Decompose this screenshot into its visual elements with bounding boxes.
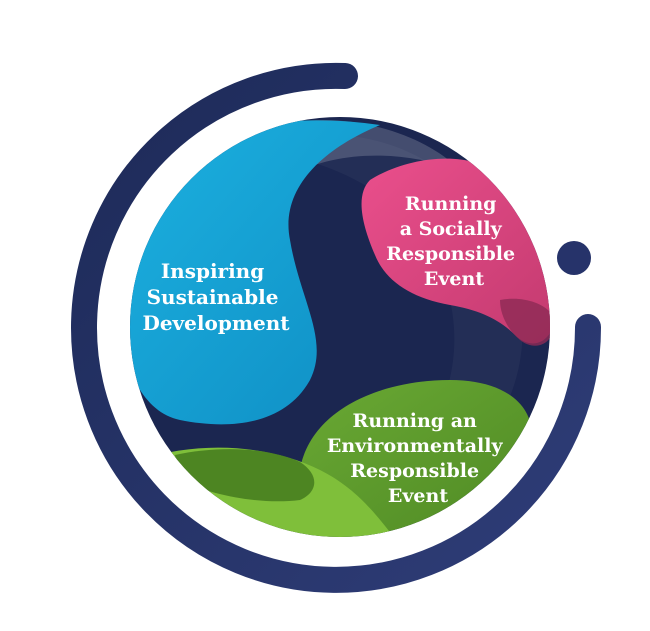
segment-environmental-shadow bbox=[175, 449, 315, 502]
segment-inspiring-label: Inspiring Sustainable Development bbox=[142, 259, 290, 335]
segment-social-label: Running a Socially Responsible Event bbox=[386, 193, 521, 290]
label-line: Running an bbox=[353, 410, 477, 432]
label-line: a Socially bbox=[400, 218, 503, 240]
label-line: Inspiring bbox=[161, 259, 264, 283]
label-line: Responsible bbox=[350, 460, 479, 482]
segment-social-shadow bbox=[500, 298, 550, 346]
label-line: Sustainable bbox=[147, 285, 279, 309]
label-line: Environmentally bbox=[327, 435, 504, 457]
label-line: Development bbox=[142, 311, 290, 335]
segment-social-blob bbox=[361, 158, 550, 344]
segment-environmental-label: Running an Environmentally Responsible E… bbox=[327, 410, 509, 507]
segment-inspiring-blob bbox=[130, 120, 380, 425]
outer-ring-arc bbox=[71, 62, 602, 593]
label-line: Event bbox=[424, 268, 484, 290]
label-line: Event bbox=[388, 485, 448, 507]
ring-dot bbox=[557, 241, 591, 275]
label-line: Responsible bbox=[386, 243, 515, 265]
label-line: Running bbox=[405, 193, 497, 215]
